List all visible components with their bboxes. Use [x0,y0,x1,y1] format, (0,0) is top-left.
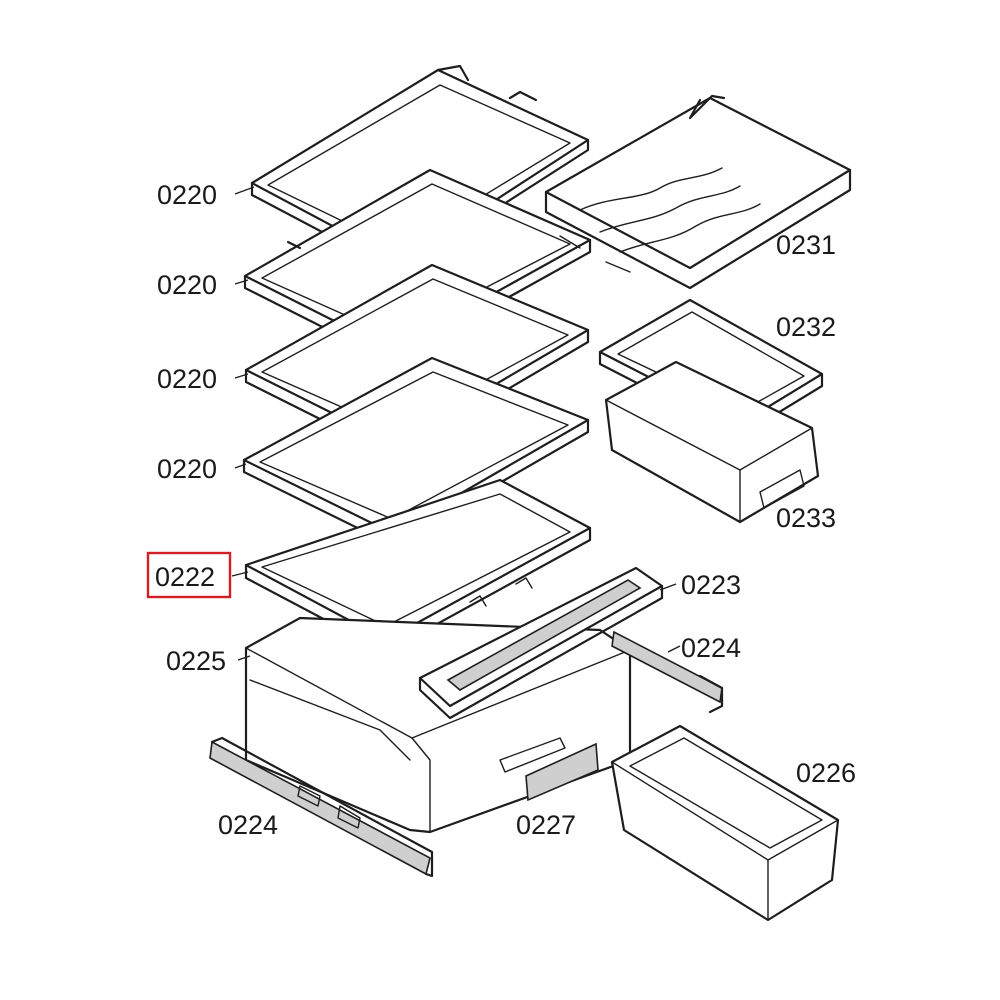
label-0220-fourth: 0220 [157,454,217,484]
label-0227: 0227 [516,810,576,840]
label-0226: 0226 [796,758,856,788]
label-0224-right: 0224 [681,633,741,663]
label-0220-second: 0220 [157,270,217,300]
box-0233 [604,360,820,524]
label-0231: 0231 [776,230,836,260]
shelf-0220-fourth [242,356,590,547]
label-0225: 0225 [166,646,226,676]
label-0232: 0232 [776,312,836,342]
label-0223: 0223 [681,570,741,600]
shelf-0222 [244,478,592,654]
label-0233: 0233 [776,503,836,533]
rail-0224-right [611,630,724,714]
part-0227 [525,742,599,802]
label-0220-top: 0220 [157,180,217,210]
wine-rack-0231 [544,94,852,290]
label-0224-left: 0224 [218,810,278,840]
leader-lines [231,186,681,661]
highlight-box-0222 [146,551,232,599]
bin-0226 [610,724,840,922]
label-0220-third: 0220 [157,364,217,394]
label-0222: 0222 [155,562,215,592]
rail-0224-left [209,736,434,878]
cover-0223 [418,566,664,720]
